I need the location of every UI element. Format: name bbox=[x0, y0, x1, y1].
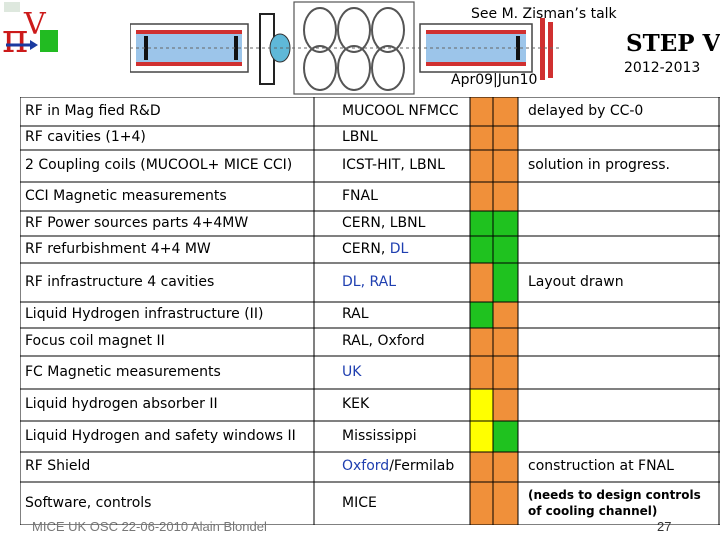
task-label: CCI Magnetic measurements bbox=[25, 187, 227, 204]
task-label: Liquid hydrogen absorber II bbox=[25, 396, 218, 412]
status-cell-a bbox=[470, 182, 493, 211]
task-label: RF cavities (1+4) bbox=[25, 129, 146, 145]
status-cell-b bbox=[493, 182, 518, 211]
task-label: FC Magnetic measurements bbox=[25, 363, 221, 380]
status-cell-b bbox=[493, 126, 518, 150]
page-number: 27 bbox=[657, 519, 672, 534]
responsible-part: /Fermilab bbox=[389, 458, 455, 474]
status-note: (needs to design controls of cooling cha… bbox=[528, 488, 701, 518]
responsible-label: Oxford/Fermilab bbox=[342, 458, 454, 474]
responsible-label: RAL, Oxford bbox=[342, 333, 425, 349]
status-cell-a bbox=[470, 389, 493, 421]
status-note: construction at FNAL bbox=[528, 458, 674, 474]
status-cell-a bbox=[470, 482, 493, 525]
responsible-label: FNAL bbox=[342, 187, 378, 204]
status-cell-b bbox=[493, 421, 518, 452]
status-cell-b bbox=[493, 482, 518, 525]
status-cell-a bbox=[470, 236, 493, 263]
status-cell-b bbox=[493, 302, 518, 328]
task-label: Software, controls bbox=[25, 494, 152, 511]
responsible-part: Oxford bbox=[342, 458, 390, 474]
status-cell-b bbox=[493, 211, 518, 236]
task-label: Focus coil magnet II bbox=[25, 333, 165, 349]
responsible-label: UK bbox=[342, 363, 362, 380]
status-note: solution in progress. bbox=[528, 157, 670, 173]
step-years: 2012-2013 bbox=[624, 60, 701, 76]
task-label: 2 Coupling coils (MUCOOL+ MICE CCI) bbox=[25, 157, 293, 173]
status-cell-a bbox=[470, 421, 493, 452]
status-cell-a bbox=[470, 150, 493, 182]
status-cell-a bbox=[470, 263, 493, 302]
status-cell-b bbox=[493, 356, 518, 389]
task-label: RF infrastructure 4 cavities bbox=[25, 273, 215, 290]
responsible-label: Mississippi bbox=[342, 427, 417, 444]
status-note: Layout drawn bbox=[528, 273, 624, 290]
responsible-label: KEK bbox=[342, 396, 370, 412]
responsible-label: ICST-HIT, LBNL bbox=[342, 157, 445, 173]
responsible-label: MICE bbox=[342, 494, 377, 511]
status-cell-a bbox=[470, 452, 493, 482]
task-label: Liquid Hydrogen and safety windows II bbox=[25, 427, 296, 444]
mice-logo: π V bbox=[0, 0, 68, 68]
task-label: Liquid Hydrogen infrastructure (II) bbox=[25, 306, 264, 322]
status-period-label: Apr09|Jun10 bbox=[451, 72, 538, 88]
task-label: RF in Mag fied R&D bbox=[25, 102, 161, 119]
status-cell-a bbox=[470, 126, 493, 150]
responsible-part: DL bbox=[389, 240, 409, 257]
status-cell-b bbox=[493, 452, 518, 482]
task-label: RF Shield bbox=[25, 458, 91, 474]
responsible-label: RAL bbox=[342, 306, 369, 322]
status-cell-a bbox=[470, 328, 493, 356]
status-table-grid bbox=[20, 97, 720, 525]
responsible-label: LBNL bbox=[342, 129, 378, 145]
responsible-label: CERN, LBNL bbox=[342, 214, 426, 231]
status-cell-b bbox=[493, 150, 518, 182]
responsible-label: MUCOOL NFMCC bbox=[342, 102, 459, 119]
status-cell-b bbox=[493, 236, 518, 263]
status-cell-b bbox=[493, 97, 518, 126]
svg-text:π: π bbox=[2, 16, 28, 62]
responsible-label: DL, RAL bbox=[342, 273, 397, 290]
responsible-label: CERN, DL bbox=[342, 241, 408, 257]
beamline-diagram bbox=[130, 1, 560, 95]
status-note: delayed by CC-0 bbox=[528, 102, 644, 119]
status-cell-b bbox=[493, 263, 518, 302]
status-cell-a bbox=[470, 302, 493, 328]
status-cell-a bbox=[470, 97, 493, 126]
status-cell-a bbox=[470, 356, 493, 389]
status-cell-a bbox=[470, 211, 493, 236]
footer-text: MICE UK OSC 22-06-2010 Alain Blondel bbox=[32, 519, 267, 534]
status-cell-b bbox=[493, 389, 518, 421]
slide-title: STEP V bbox=[626, 30, 720, 57]
task-label: RF refurbishment 4+4 MW bbox=[25, 240, 211, 257]
reference-note: See M. Zisman’s talk bbox=[471, 6, 617, 22]
responsible-part: CERN, bbox=[342, 240, 390, 257]
status-cell-b bbox=[493, 328, 518, 356]
task-label: RF Power sources parts 4+4MW bbox=[25, 214, 249, 231]
